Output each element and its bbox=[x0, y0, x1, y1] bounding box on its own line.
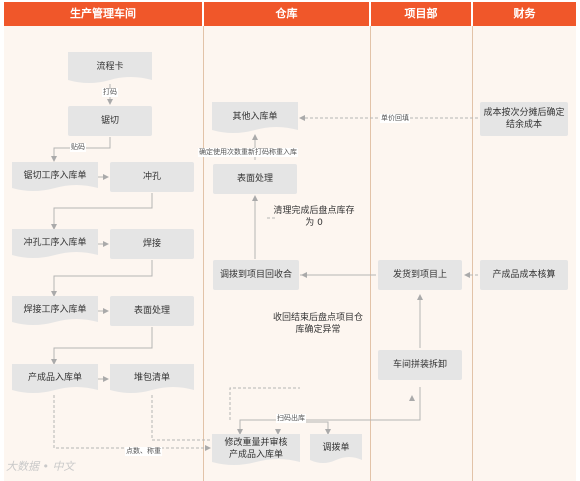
return-check-note: 收回结束后盘点项目仓库确定异常 bbox=[272, 313, 363, 335]
punch-step: 冲孔 bbox=[110, 162, 194, 192]
lane-divider bbox=[472, 26, 473, 481]
finished-cost-accounting-step: 产成品成本核算 bbox=[480, 260, 568, 290]
punch-receipt-document: 冲孔工序入库单 bbox=[12, 229, 98, 261]
document-shape bbox=[110, 364, 194, 393]
document-shape bbox=[12, 229, 98, 258]
edge-label-scan-out: 扫码出库 bbox=[276, 414, 306, 423]
surface-treatment-warehouse-step: 表面处理 bbox=[213, 164, 297, 194]
edge-label-confirm-reweigh: 确定使用次数重新打码称重入库 bbox=[198, 148, 298, 157]
document-shape bbox=[12, 162, 98, 191]
document-shape bbox=[212, 434, 300, 465]
cost-allocation-step: 成本按次分摊后确定结余成本 bbox=[480, 102, 568, 136]
lane-header-warehouse: 仓库 bbox=[204, 2, 369, 26]
transfer-order-label: 调拨单 bbox=[322, 443, 350, 453]
clear-inventory-note: 清理完成后盘点库存为 0 bbox=[273, 206, 355, 228]
lane-divider bbox=[370, 26, 371, 481]
stack-list-document: 堆包清单 bbox=[110, 364, 194, 396]
modify-finished-receipt-label: 修改重量并审核产成品入库单 bbox=[224, 438, 288, 460]
finished-product-receipt-label: 产成品入库单 bbox=[27, 373, 82, 383]
transfer-return-step: 调拨到项目回收合 bbox=[213, 260, 299, 290]
lane-divider bbox=[203, 26, 204, 481]
weld-receipt-document: 焊接工序入库单 bbox=[12, 296, 98, 328]
finished-product-receipt-document: 产成品入库单 bbox=[12, 364, 98, 396]
lane-header-production: 生产管理车间 bbox=[4, 2, 202, 26]
ship-to-project-step: 发货到项目上 bbox=[378, 260, 462, 290]
lane-header-finance: 财务 bbox=[473, 2, 576, 26]
other-receipt-document: 其他入库单 bbox=[212, 102, 298, 136]
saw-cut-receipt-document: 锯切工序入库单 bbox=[12, 162, 98, 194]
swimlane-background bbox=[4, 26, 576, 481]
other-receipt-label: 其他入库单 bbox=[232, 112, 278, 122]
edge-label-print-code: 打码 bbox=[102, 88, 118, 97]
stack-list-label: 堆包清单 bbox=[133, 373, 170, 383]
saw-cut-receipt-label: 锯切工序入库单 bbox=[23, 171, 87, 181]
surface-treatment-production-step: 表面处理 bbox=[110, 296, 194, 326]
watermark-logo: 大数据 • 中文 bbox=[6, 460, 75, 473]
edge-label-unit-price-backfill: 单价回填 bbox=[380, 114, 410, 123]
flow-card-document: 流程卡 bbox=[68, 52, 152, 86]
weld-step: 焊接 bbox=[110, 229, 194, 259]
flow-card-label: 流程卡 bbox=[96, 62, 124, 72]
document-shape bbox=[12, 296, 98, 325]
edge-label-count-weigh: 点数、称重 bbox=[125, 447, 162, 456]
edge-label-paste-code: 贴码 bbox=[70, 143, 86, 152]
lane-header-project: 项目部 bbox=[371, 2, 471, 26]
document-shape bbox=[68, 52, 152, 83]
weld-receipt-label: 焊接工序入库单 bbox=[23, 305, 87, 315]
modify-finished-receipt-document: 修改重量并审核产成品入库单 bbox=[212, 434, 300, 468]
transfer-order-document: 调拨单 bbox=[310, 434, 362, 466]
document-shape bbox=[12, 364, 98, 393]
document-shape bbox=[310, 434, 362, 463]
document-shape bbox=[212, 102, 298, 133]
saw-cut-step: 锯切 bbox=[68, 106, 152, 136]
site-dismantle-step: 车间拼装拆卸 bbox=[378, 350, 462, 380]
punch-receipt-label: 冲孔工序入库单 bbox=[23, 238, 87, 248]
